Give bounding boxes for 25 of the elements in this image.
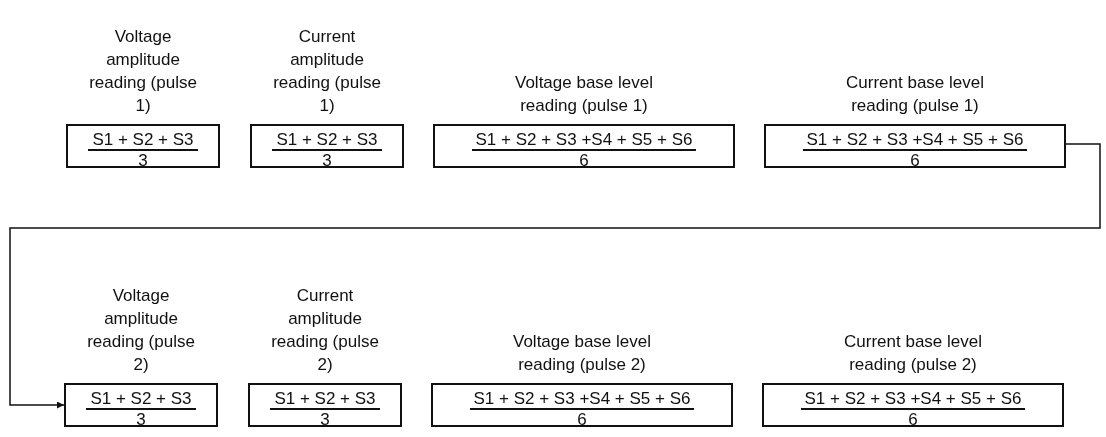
fraction-numerator: S1 + S2 + S3 [86,389,196,410]
fraction-denominator: 3 [322,151,332,171]
fraction-numerator: S1 + S2 + S3 +S4 + S5 + S6 [800,389,1026,410]
fraction-numerator: S1 + S2 + S3 [88,130,198,151]
fraction-denominator: 6 [577,410,587,430]
reading-heading: Voltage amplitude reading (pulse 1) [88,26,198,117]
fraction-denominator: 3 [138,151,148,171]
fraction-numerator: S1 + S2 + S3 [270,389,380,410]
reading-heading: Current amplitude reading (pulse 2) [270,285,380,376]
fraction-denominator: 3 [320,410,330,430]
connector-arrow [9,143,1101,409]
fraction-denominator: 6 [579,151,589,171]
fraction-denominator: 6 [910,151,920,171]
fraction-numerator: S1 + S2 + S3 +S4 + S5 + S6 [802,130,1028,151]
reading-heading: Current amplitude reading (pulse 1) [272,26,382,117]
fraction-numerator: S1 + S2 + S3 [272,130,382,151]
reading-heading: Voltage base level reading (pulse 1) [514,72,654,117]
reading-heading: Voltage base level reading (pulse 2) [512,331,652,376]
fraction-numerator: S1 + S2 + S3 +S4 + S5 + S6 [469,389,695,410]
reading-heading: Current base level reading (pulse 2) [843,331,983,376]
reading-heading: Voltage amplitude reading (pulse 2) [86,285,196,376]
fraction-denominator: 6 [908,410,918,430]
fraction-denominator: 3 [136,410,146,430]
reading-heading: Current base level reading (pulse 1) [845,72,985,117]
fraction-numerator: S1 + S2 + S3 +S4 + S5 + S6 [471,130,697,151]
